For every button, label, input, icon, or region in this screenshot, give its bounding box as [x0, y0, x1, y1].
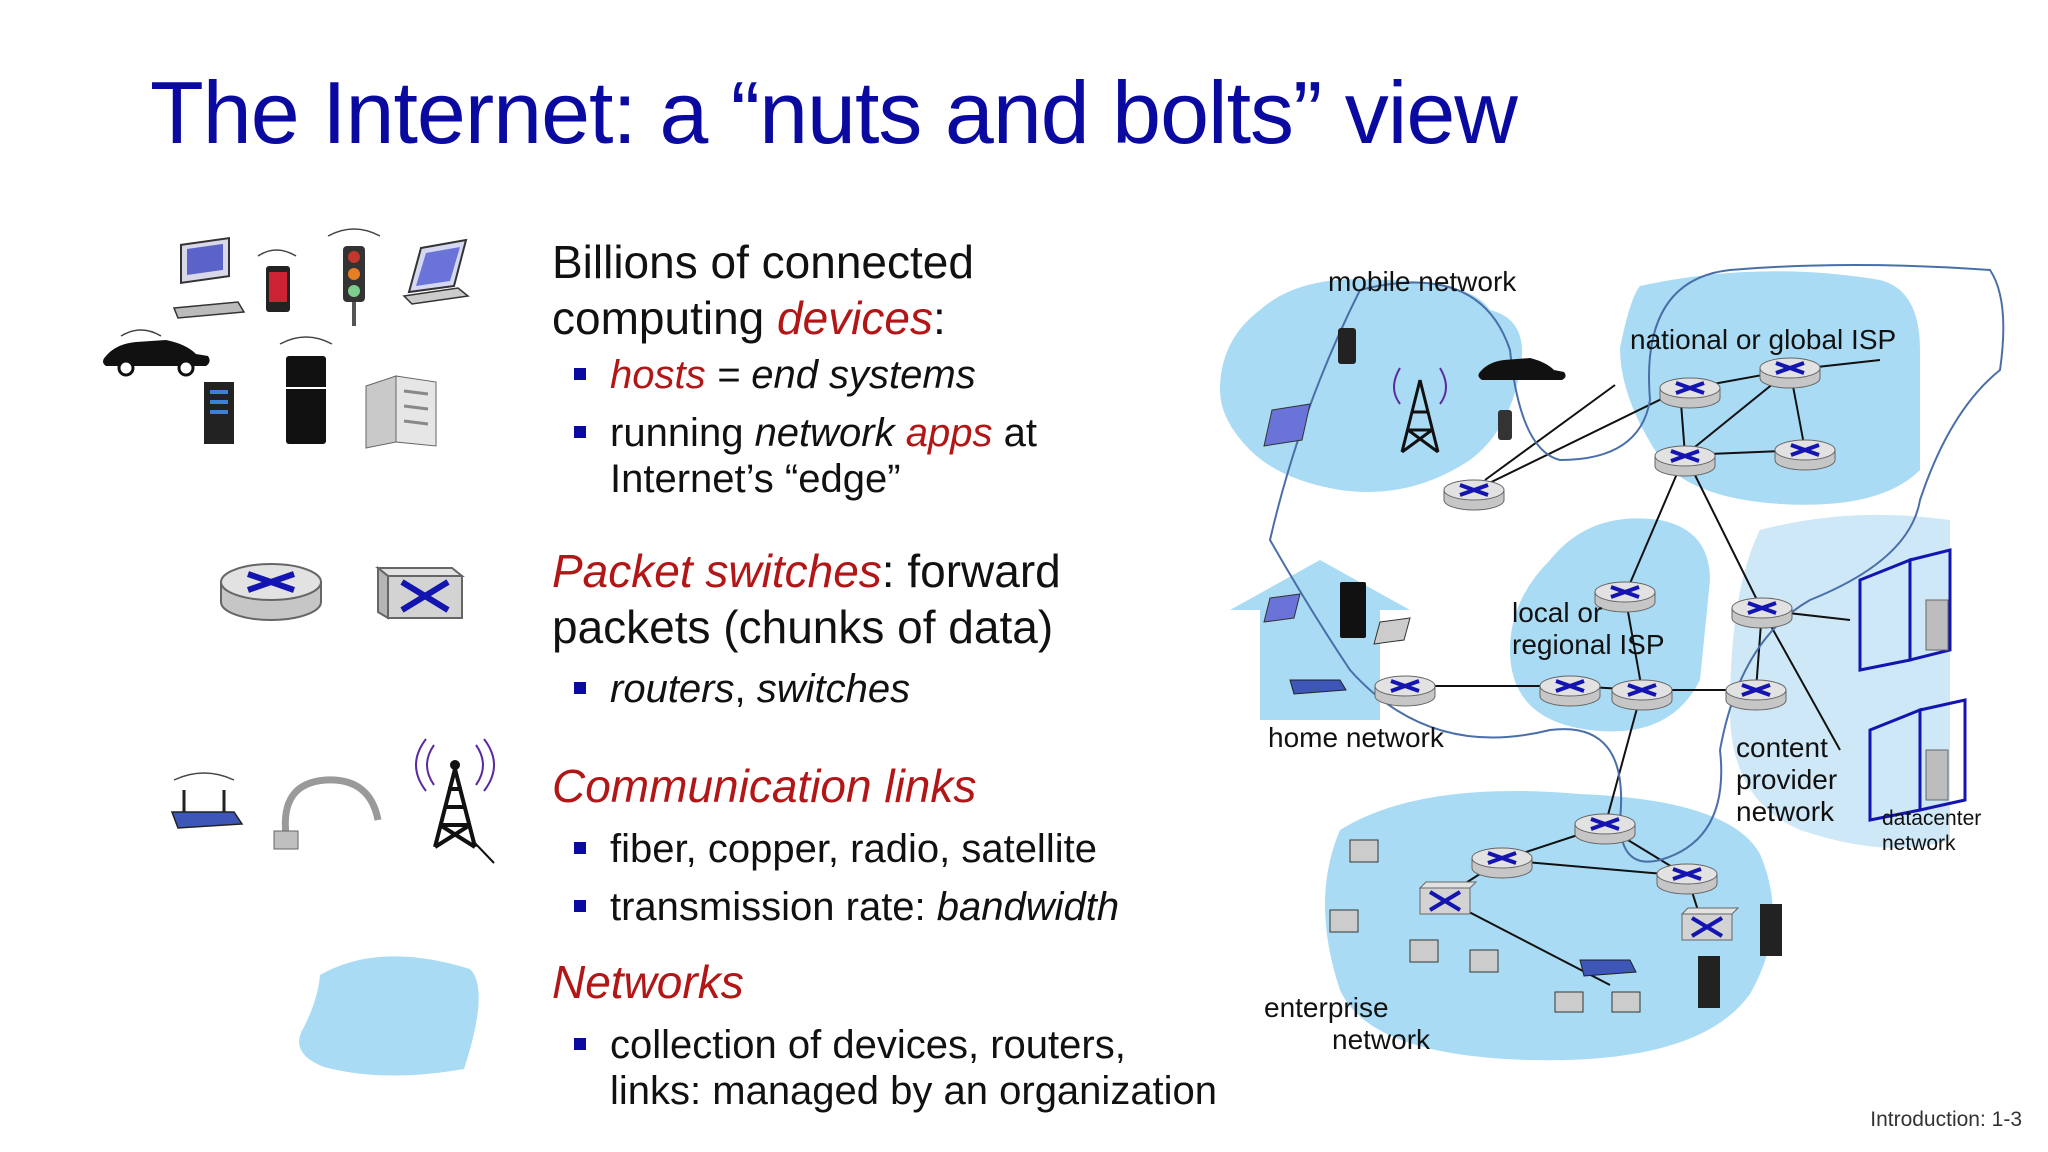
diagram-switches: [1418, 881, 1740, 941]
traffic-light-icon: [327, 228, 381, 326]
routers-separator: ,: [734, 667, 757, 711]
devices-colon: :: [932, 292, 946, 344]
routers-term: routers: [610, 667, 735, 711]
networks-text: collection of devices, routers,: [610, 1023, 1126, 1067]
diagram-phone: [1338, 328, 1356, 364]
home-network-label: home network: [1268, 722, 1444, 753]
diagram-laptop: [1263, 403, 1311, 447]
server-rack-icon: [365, 375, 437, 449]
diagram-enterprise-router: [1579, 959, 1637, 977]
apps-text-pre: running: [610, 411, 755, 455]
refrigerator-icon: [279, 336, 333, 444]
content-provider-label: content provider network: [1736, 732, 1837, 828]
internet-diagram: [1220, 264, 2005, 1061]
routers-bullet: routers, switches: [574, 666, 911, 712]
local-isp-label-line1: local or: [1512, 597, 1603, 628]
content-label-line3: network: [1736, 796, 1835, 827]
hosts-term: hosts: [610, 353, 706, 397]
local-isp-label-line2: regional ISP: [1512, 629, 1665, 660]
end-devices-icon: [103, 228, 470, 449]
content-label-line2: provider: [1736, 764, 1838, 795]
hosts-text: = end systems: [705, 353, 976, 397]
router-icon: [220, 563, 322, 621]
isp-label: national or global ISP: [1630, 324, 1897, 355]
enterprise-blob: [1325, 790, 1773, 1061]
switches-term: Packet switches: [552, 545, 882, 597]
content-provider-blob: [1730, 514, 1950, 848]
mobile-network-label: mobile network: [1328, 266, 1517, 297]
networks-text-line2: links: managed by an organization: [610, 1069, 1218, 1113]
apps-network-word: network: [754, 411, 906, 455]
devices-heading: Billions of connected computing devices:: [552, 234, 974, 346]
apps-text-line2: Internet’s “edge”: [610, 457, 901, 501]
diagram-home-laptop: [1263, 593, 1301, 623]
datacenter-label-line2: network: [1882, 832, 1956, 855]
switches-heading: Packet switches: forward packets (chunks…: [552, 543, 1061, 655]
bandwidth-text: transmission rate:: [610, 885, 937, 929]
apps-term: apps: [905, 411, 993, 455]
fiber-bullet: fiber, copper, radio, satellite: [574, 826, 1097, 872]
slide-number: Introduction: 1-3: [1870, 1108, 2022, 1131]
links-heading: Communication links: [552, 758, 976, 814]
mobile-network-blob: [1220, 279, 1522, 492]
hosts-bullet: hosts = end systems: [574, 352, 976, 398]
diagram-datacenter: [1858, 548, 1967, 822]
apps-text-post: at: [992, 411, 1037, 455]
server-tower-icon: [204, 382, 234, 444]
diagram-home-router: [1289, 679, 1347, 695]
diagram-enterprise-server: [1760, 904, 1782, 956]
datacenter-label-line1: datacenter: [1882, 807, 1982, 830]
apps-bullet: running network apps at Internet’s “edge…: [574, 410, 1037, 502]
fiber-text: fiber, copper, radio, satellite: [610, 827, 1097, 871]
car-icon: [103, 329, 210, 377]
enterprise-label-line2: network: [1332, 1024, 1431, 1055]
diagram-cell-tower: [1393, 367, 1447, 454]
bandwidth-bullet: transmission rate: bandwidth: [574, 884, 1120, 930]
slide-title: The Internet: a “nuts and bolts” view: [150, 63, 1518, 162]
devices-heading-line2: computing: [552, 292, 778, 344]
switches-text: : forward: [881, 545, 1061, 597]
switches-text-line2: packets (chunks of data): [552, 601, 1054, 653]
networks-term: Networks: [552, 956, 744, 1008]
networks-bullet: collection of devices, routers, links: m…: [574, 1022, 1218, 1114]
links-term: Communication links: [552, 760, 977, 812]
content-label-line1: content: [1736, 732, 1828, 763]
diagram-routers: [1374, 357, 1836, 895]
diagram-enterprise-server-2: [1698, 956, 1720, 1008]
devices-heading-line1: Billions of connected: [552, 236, 974, 288]
cell-tower-icon: [415, 738, 495, 864]
bandwidth-term: bandwidth: [936, 885, 1120, 929]
datacenter-label: datacenter network: [1882, 806, 1981, 856]
ethernet-cable-icon: [273, 776, 382, 850]
wireless-router-icon: [170, 772, 244, 829]
local-isp-label: local or regional ISP: [1512, 597, 1665, 661]
laptop-icon: [402, 238, 470, 305]
enterprise-label-line1: enterprise: [1264, 992, 1389, 1023]
networks-heading: Networks: [552, 954, 744, 1010]
desktop-icon: [172, 236, 246, 319]
diagram-home-fridge: [1340, 582, 1366, 638]
devices-emphasis: devices: [777, 292, 933, 344]
diagram-home-laptop-2: [1373, 617, 1411, 645]
switch-icon: [375, 565, 465, 620]
diagram-traffic-light: [1498, 410, 1512, 440]
network-blob-icon: [299, 956, 479, 1076]
diagram-enterprise-hosts: [1329, 839, 1641, 1013]
enterprise-network-label: enterprise network: [1264, 992, 1430, 1056]
switches-term-bullet: switches: [756, 667, 911, 711]
smartphone-icon: [257, 249, 297, 312]
diagram-car: [1478, 358, 1566, 380]
